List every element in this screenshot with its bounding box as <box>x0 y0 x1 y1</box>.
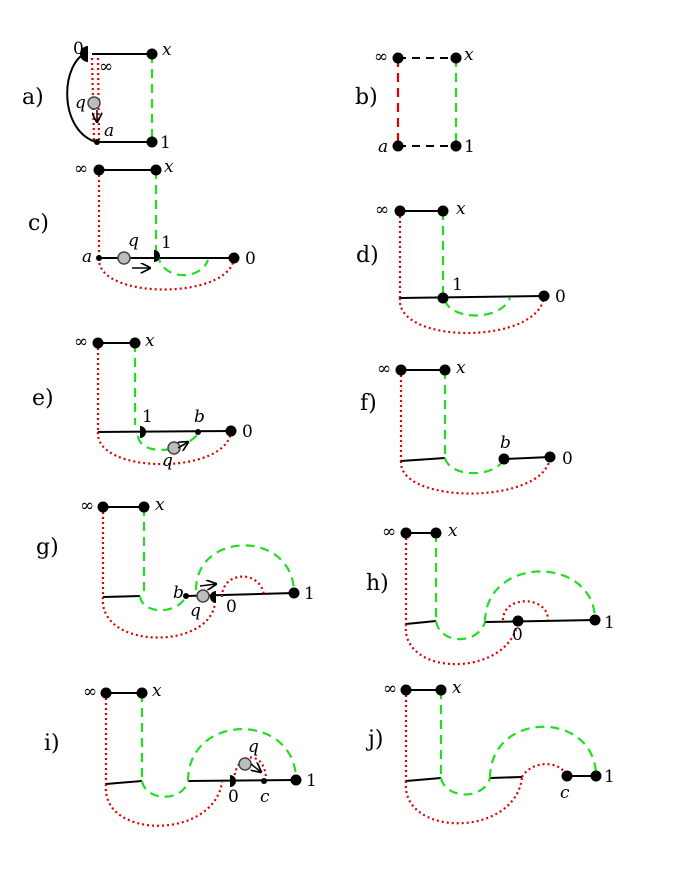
label-one: 1 <box>306 771 317 791</box>
label-one: 1 <box>161 233 172 253</box>
q-point <box>117 251 131 265</box>
label-one: 1 <box>142 407 153 427</box>
label-infinity: ∞ <box>377 359 391 379</box>
label-infinity: ∞ <box>382 522 396 542</box>
panel-e: e) ∞ x 1 b q 0 <box>32 331 253 471</box>
label-q: q <box>75 93 86 113</box>
label-infinity: ∞ <box>80 496 94 516</box>
panel-label-f: f) <box>360 391 377 416</box>
panel-label-d: d) <box>356 243 379 268</box>
label-zero: 0 <box>228 787 239 807</box>
panel-d: d) ∞ x 1 0 <box>356 199 566 335</box>
label-infinity: ∞ <box>74 332 88 352</box>
label-zero: 0 <box>555 287 566 307</box>
panel-c: c) ∞ x a q 1 0 <box>28 157 256 291</box>
label-x: x <box>155 495 165 515</box>
half-node-zero <box>80 46 88 62</box>
label-zero: 0 <box>562 449 573 469</box>
label-x: x <box>448 521 458 541</box>
panel-h: h) ∞ x 0 1 <box>366 521 615 666</box>
label-x: x <box>145 331 155 351</box>
label-q: q <box>128 231 139 251</box>
label-x: x <box>152 681 162 701</box>
panel-a: a) 0 ∞ x 1 a q <box>22 39 172 153</box>
label-a: a <box>378 137 388 157</box>
q-point <box>238 757 252 771</box>
label-x: x <box>162 40 172 60</box>
label-c: c <box>260 787 270 807</box>
label-one: 1 <box>160 133 171 153</box>
label-x: x <box>452 678 462 698</box>
label-infinity: ∞ <box>375 200 389 220</box>
panel-label-b: b) <box>355 85 378 110</box>
label-infinity: ∞ <box>383 679 397 699</box>
q-point <box>87 96 101 110</box>
panel-label-a: a) <box>22 85 44 110</box>
label-q: q <box>190 601 201 621</box>
label-a: a <box>104 121 114 141</box>
panel-label-g: g) <box>36 535 59 560</box>
label-b: b <box>173 583 184 603</box>
label-zero: 0 <box>226 597 237 617</box>
panel-label-e: e) <box>32 386 54 411</box>
panel-label-c: c) <box>28 211 49 236</box>
label-x: x <box>464 45 474 65</box>
q-point <box>196 589 210 603</box>
label-one: 1 <box>464 137 475 157</box>
label-zero: 0 <box>512 625 523 645</box>
label-b: b <box>500 433 511 453</box>
label-q: q <box>162 451 173 471</box>
panel-g: g) ∞ x b q 0 1 <box>36 495 315 639</box>
panel-f: f) ∞ x b 0 <box>360 358 573 495</box>
label-one: 1 <box>452 275 463 295</box>
label-b: b <box>194 407 205 427</box>
panel-label-i: i) <box>44 731 60 756</box>
label-one: 1 <box>604 767 615 787</box>
label-x: x <box>456 358 466 378</box>
label-infinity: ∞ <box>74 159 88 179</box>
label-q: q <box>248 737 259 757</box>
label-infinity: ∞ <box>99 57 113 77</box>
label-one: 1 <box>604 613 615 633</box>
label-x: x <box>456 199 466 219</box>
panel-j: j) ∞ x c 1 <box>365 678 615 825</box>
label-zero: 0 <box>242 422 253 442</box>
panel-label-h: h) <box>366 571 389 596</box>
label-one: 1 <box>304 584 315 604</box>
label-c: c <box>560 783 570 803</box>
panel-b: b) ∞ x a 1 <box>355 45 475 157</box>
panel-i: i) ∞ x q 0 c 1 <box>44 681 317 827</box>
label-infinity: ∞ <box>374 47 388 67</box>
label-infinity: ∞ <box>83 682 97 702</box>
panel-label-j: j) <box>365 727 383 752</box>
label-x: x <box>164 157 174 177</box>
label-zero: 0 <box>73 39 84 59</box>
label-a: a <box>82 247 92 267</box>
label-zero: 0 <box>245 249 256 269</box>
